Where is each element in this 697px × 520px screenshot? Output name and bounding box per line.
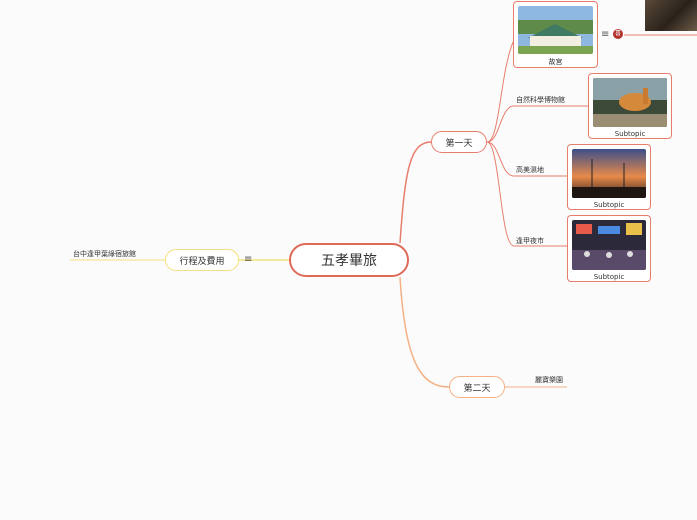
- topic-day2[interactable]: 第二天: [449, 376, 505, 398]
- card-caption: 故宮: [548, 58, 563, 66]
- subtopic-hotel[interactable]: 台中逢甲葉綠宿旅館: [73, 250, 136, 258]
- card-fengchia-night-market[interactable]: Subtopic: [567, 215, 651, 282]
- card-caption: Subtopic: [593, 273, 625, 281]
- gaomei-wetland-image: [572, 149, 646, 198]
- card-science-museum[interactable]: Subtopic: [588, 73, 672, 139]
- card-caption: Subtopic: [614, 130, 646, 138]
- palace-museum-image: [518, 6, 593, 54]
- note-icon[interactable]: ≡: [244, 254, 253, 265]
- science-museum-image: [593, 78, 667, 127]
- card-gaomei-wetland[interactable]: Subtopic: [567, 144, 651, 210]
- topic-day1[interactable]: 第一天: [431, 131, 487, 153]
- marker-badge[interactable]: 喜: [613, 29, 623, 39]
- topic-itinerary-cost[interactable]: 行程及費用: [165, 249, 239, 271]
- central-topic[interactable]: 五孝畢旅: [289, 243, 409, 277]
- label-fengchia-night-market[interactable]: 逢甲夜市: [516, 237, 544, 245]
- subtopic-lihpao-land[interactable]: 麗寶樂園: [535, 376, 563, 384]
- label-science-museum[interactable]: 自然科學博物館: [516, 96, 565, 104]
- card-palace-museum[interactable]: 故宮: [513, 1, 598, 68]
- fengchia-night-market-image: [572, 220, 646, 270]
- card-caption: Subtopic: [593, 201, 625, 209]
- offscreen-image: [645, 0, 697, 31]
- label-gaomei-wetland[interactable]: 高美濕地: [516, 166, 544, 174]
- note-icon[interactable]: ≡: [601, 29, 610, 40]
